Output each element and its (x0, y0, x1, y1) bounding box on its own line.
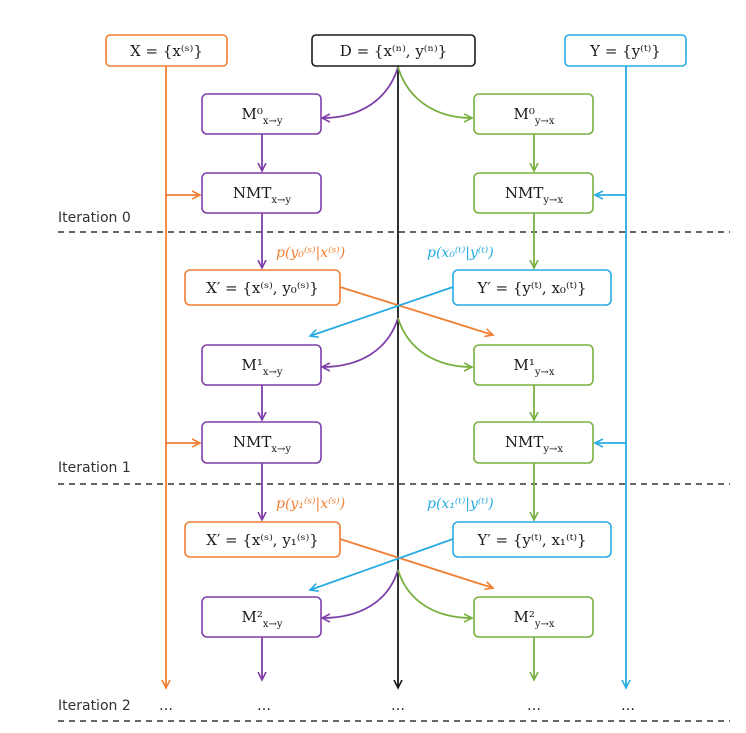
svg-text:NMTx→y: NMTx→y (233, 433, 292, 455)
m1-xy-box: M¹x→y (201, 344, 322, 386)
yprime0-box: Y′ = {y⁽ᵗ⁾, x₀⁽ᵗ⁾} (452, 269, 612, 306)
prob-y1-label: p(y₁⁽ˢ⁾|x⁽ˢ⁾) (276, 496, 345, 512)
nmt1-xy-label: NMT (233, 433, 272, 451)
ellipsis-y-set: … (621, 698, 635, 714)
nmt0-yx-label: NMT (505, 184, 544, 202)
y-set-label: Y = {y⁽ᵗ⁾} (589, 42, 661, 60)
prob-x1-label: p(x₁⁽ᵗ⁾|y⁽ᵗ⁾) (427, 496, 494, 512)
svg-text:M¹y→x: M¹y→x (513, 356, 554, 378)
ellipsis-yx: … (527, 698, 541, 714)
prob-x0-label: p(x₀⁽ᵗ⁾|y⁽ᵗ⁾) (427, 245, 494, 261)
xprime1-label: X′ = {x⁽ˢ⁾, y₁⁽ˢ⁾} (206, 531, 319, 549)
iteration-0-label: Iteration 0 (58, 210, 131, 226)
d-to-m0-yx-arrow (397, 66, 472, 118)
m2-yx-sub: y→x (534, 619, 555, 630)
x-set-box: X = {x⁽ˢ⁾} (105, 34, 228, 67)
yprime0-label: Y′ = {y⁽ᵗ⁾, x₀⁽ᵗ⁾} (476, 279, 586, 297)
nmt1-yx-label: NMT (505, 433, 544, 451)
m2-yx-label: M² (513, 608, 534, 626)
ellipsis-d-set: … (391, 698, 405, 714)
xprime1-box: X′ = {x⁽ˢ⁾, y₁⁽ˢ⁾} (184, 521, 341, 558)
nmt1-xy-box: NMTx→y (201, 421, 322, 464)
xprime1-cross-arrow (339, 538, 493, 588)
m1-yx-sub: y→x (534, 367, 555, 378)
m0-xy-sub: x→y (263, 116, 283, 127)
m0-yx-box: M⁰y→x (473, 93, 594, 135)
prob-y0-label: p(y₀⁽ˢ⁾|x⁽ˢ⁾) (276, 245, 345, 261)
d-to-m1-yx-arrow (397, 317, 472, 367)
svg-text:M⁰y→x: M⁰y→x (513, 105, 554, 127)
iteration-2-label: Iteration 2 (58, 698, 131, 714)
d-set-label: D = {x⁽ⁿ⁾, y⁽ⁿ⁾} (340, 42, 447, 60)
m0-xy-box: M⁰x→y (201, 93, 322, 135)
m2-xy-label: M² (241, 608, 262, 626)
nmt1-xy-sub: x→y (271, 444, 291, 455)
svg-text:M²y→x: M²y→x (513, 608, 554, 630)
svg-text:NMTx→y: NMTx→y (233, 184, 292, 206)
xprime0-label: X′ = {x⁽ˢ⁾, y₀⁽ˢ⁾} (206, 279, 319, 297)
d-to-m0-xy-arrow (322, 66, 399, 118)
svg-text:M⁰x→y: M⁰x→y (241, 105, 282, 127)
m2-xy-box: M²x→y (201, 596, 322, 638)
svg-text:NMTy→x: NMTy→x (505, 433, 564, 455)
yprime1-label: Y′ = {y⁽ᵗ⁾, x₁⁽ᵗ⁾} (476, 531, 586, 549)
nmt0-yx-box: NMTy→x (473, 172, 594, 214)
m0-xy-label: M⁰ (241, 105, 262, 123)
xprime0-cross-arrow (339, 286, 493, 335)
m1-yx-label: M¹ (513, 356, 534, 374)
svg-text:NMTy→x: NMTy→x (505, 184, 564, 206)
svg-text:M¹x→y: M¹x→y (241, 356, 282, 378)
nmt0-xy-sub: x→y (271, 195, 291, 206)
ellipsis-xy: … (257, 698, 271, 714)
svg-text:M²x→y: M²x→y (241, 608, 282, 630)
d-set-box: D = {x⁽ⁿ⁾, y⁽ⁿ⁾} (311, 34, 476, 67)
m0-yx-sub: y→x (534, 116, 555, 127)
xprime0-box: X′ = {x⁽ˢ⁾, y₀⁽ˢ⁾} (184, 269, 341, 306)
m1-xy-sub: x→y (263, 367, 283, 378)
ellipsis-x-set: … (159, 698, 173, 714)
d-to-m2-xy-arrow (322, 569, 399, 618)
d-to-m2-yx-arrow (397, 569, 472, 618)
nmt1-yx-box: NMTy→x (473, 421, 594, 464)
yprime1-cross-arrow (310, 538, 454, 590)
nmt1-yx-sub: y→x (542, 444, 563, 455)
m2-xy-sub: x→y (263, 619, 283, 630)
yprime0-cross-arrow (310, 286, 454, 336)
x-set-label: X = {x⁽ˢ⁾} (130, 42, 203, 60)
yprime1-box: Y′ = {y⁽ᵗ⁾, x₁⁽ᵗ⁾} (452, 521, 612, 558)
nmt0-xy-box: NMTx→y (201, 172, 322, 214)
nmt0-xy-label: NMT (233, 184, 272, 202)
y-set-box: Y = {y⁽ᵗ⁾} (564, 34, 687, 67)
m2-yx-box: M²y→x (473, 596, 594, 638)
m1-xy-label: M¹ (241, 356, 262, 374)
iteration-1-label: Iteration 1 (58, 460, 131, 476)
m0-yx-label: M⁰ (513, 105, 534, 123)
nmt0-yx-sub: y→x (542, 195, 563, 206)
d-to-m1-xy-arrow (322, 317, 399, 367)
m1-yx-box: M¹y→x (473, 344, 594, 386)
